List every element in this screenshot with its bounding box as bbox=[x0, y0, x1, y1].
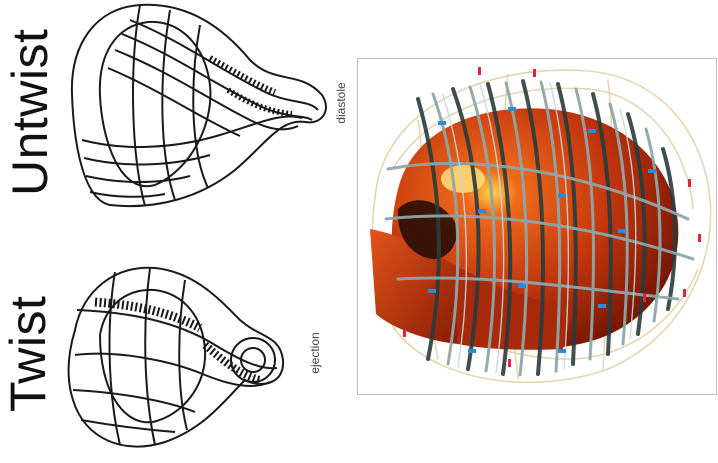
twist-helix-drawing bbox=[55, 250, 285, 455]
diastole-label: diastole bbox=[333, 68, 349, 138]
untwist-label: Untwist bbox=[2, 36, 58, 196]
heart-fiber-render bbox=[358, 59, 717, 395]
twist-label: Twist bbox=[0, 302, 56, 412]
untwist-helix-drawing bbox=[60, 0, 330, 215]
ejection-label: ejection bbox=[307, 318, 323, 388]
heart-fiber-render-panel bbox=[357, 58, 717, 395]
